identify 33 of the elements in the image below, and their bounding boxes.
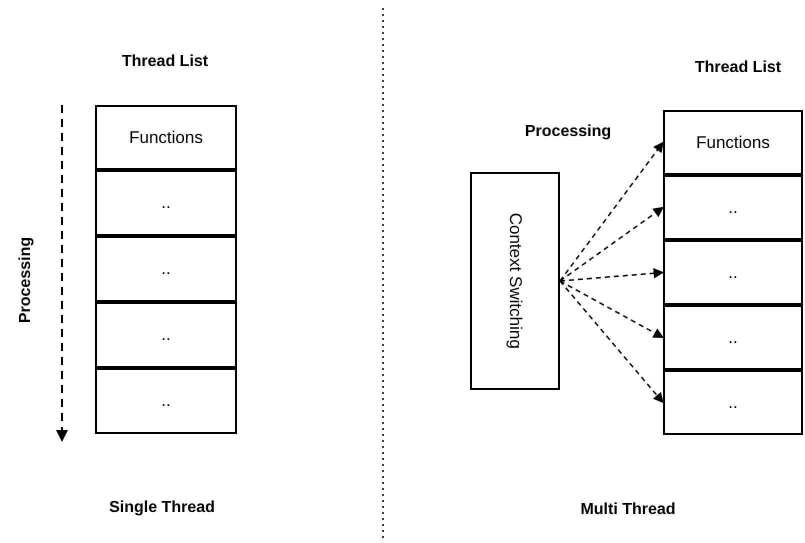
list-row-box [663,305,803,370]
list-row-box [663,240,803,305]
row-text: .. [728,196,738,219]
list-row-box [95,170,237,236]
heading-text: Multi Thread [580,500,676,520]
dashed-arrow [560,268,664,282]
row-text: .. [728,326,738,349]
row-text: .. [161,390,171,412]
process-label: Context Switching [504,212,526,350]
list-row-box [663,370,803,435]
heading-text: Single Thread [109,498,215,518]
dashed-arrow [560,206,664,282]
row-text: .. [161,192,171,214]
row-text: .. [728,392,738,414]
axis-title: Processing [16,236,35,324]
row-text: .. [161,258,171,280]
dashed-arrow [559,142,664,282]
dashed-arrow [560,280,664,338]
list-row-box [95,302,237,368]
process-box [470,172,560,390]
row-text: Functions [129,126,203,149]
list-row-box [663,175,803,240]
list-row-box [95,105,237,170]
heading-text: Thread List [122,52,208,72]
row-text: .. [728,262,738,284]
list-row-box [95,368,237,434]
list-row-box [663,110,803,175]
heading-text: Thread List [694,58,782,78]
row-text: .. [161,324,171,346]
row-text: Functions [696,132,770,154]
list-row-box [95,236,237,302]
dashed-arrow [559,280,664,404]
heading-text: Processing [524,122,612,142]
